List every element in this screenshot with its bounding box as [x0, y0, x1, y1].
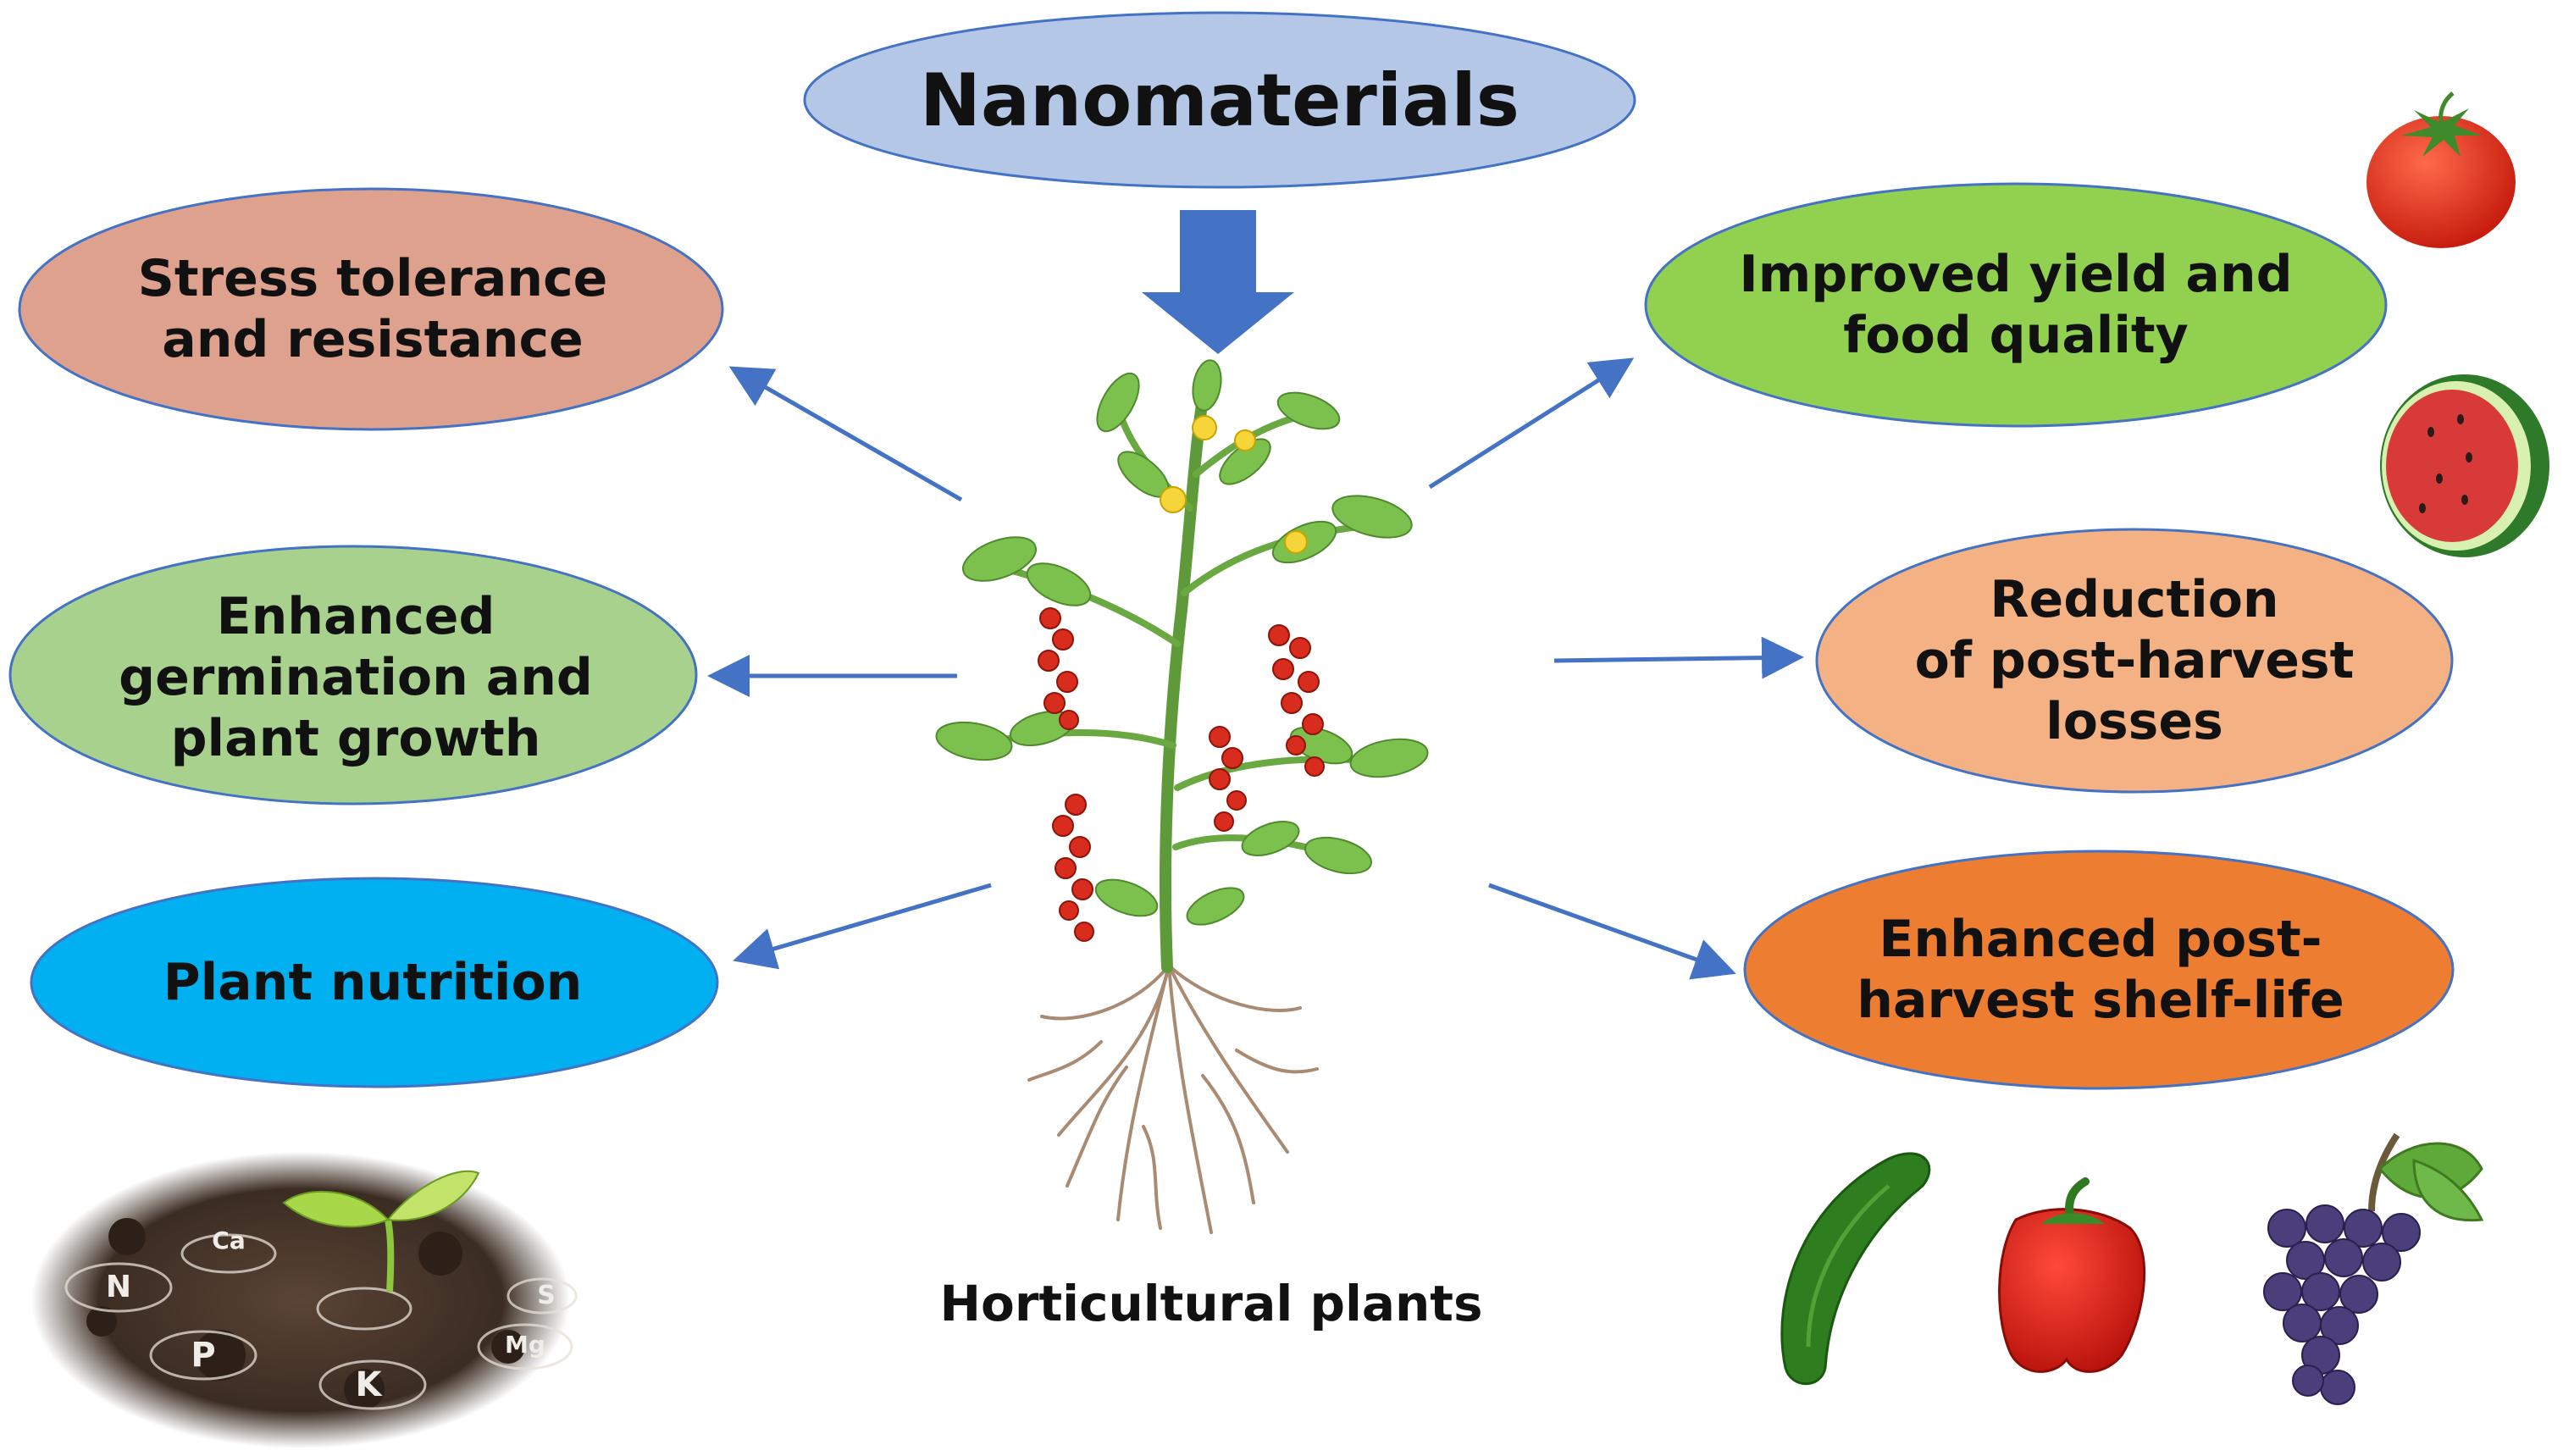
- down-arrow: [1142, 210, 1294, 354]
- yield-quality-node: [1644, 182, 2388, 428]
- arrow-to-nutrition: [733, 883, 992, 970]
- stress-tolerance-label: Stress tolerance and resistance: [137, 249, 608, 369]
- tomato-image: [2366, 91, 2516, 248]
- plant-nutrition-label: Plant nutrition: [163, 953, 583, 1012]
- arrow-to-yield: [1428, 357, 1635, 490]
- plant-illustration: [935, 359, 1429, 1234]
- shelf-life-node: [1743, 850, 2455, 1090]
- germination-growth-label: Enhanced germination and plant growth: [119, 587, 593, 768]
- nutrient-p-label: P: [191, 1336, 216, 1375]
- post-harvest-losses-label: Reduction of post-harvest losses: [1914, 570, 2355, 751]
- nutrient-mg-label: Mg: [505, 1331, 545, 1359]
- arrow-to-shelf-life: [1488, 883, 1736, 980]
- watermelon-image: [2380, 374, 2549, 557]
- arrow-to-losses: [1553, 636, 1804, 679]
- red-pepper-image: [1998, 1177, 2146, 1373]
- shelf-life-label: Enhanced post- harvest shelf-life: [1857, 910, 2344, 1030]
- stress-tolerance-node: [18, 187, 724, 431]
- nutrient-n-label: N: [105, 1270, 132, 1305]
- yield-quality-label: Improved yield and food quality: [1739, 245, 2293, 365]
- germination-growth-node: [8, 545, 698, 806]
- nanomaterials-label: Nanomaterials: [920, 58, 1519, 144]
- soil-seedling-image: [31, 1152, 578, 1448]
- nutrient-s-label: S: [537, 1281, 556, 1310]
- nutrient-k-label: K: [355, 1365, 382, 1404]
- arrow-to-stress: [728, 366, 963, 502]
- plant-nutrition-node: [30, 877, 719, 1088]
- cucumber-image: [1780, 1152, 1931, 1386]
- horticultural-plants-label: Horticultural plants: [939, 1275, 1483, 1333]
- nanomaterials-node: [803, 11, 1636, 189]
- post-harvest-losses-node: [1815, 528, 2454, 794]
- grapes-image: [2263, 1132, 2484, 1405]
- nutrient-ca-label: Ca: [212, 1226, 246, 1255]
